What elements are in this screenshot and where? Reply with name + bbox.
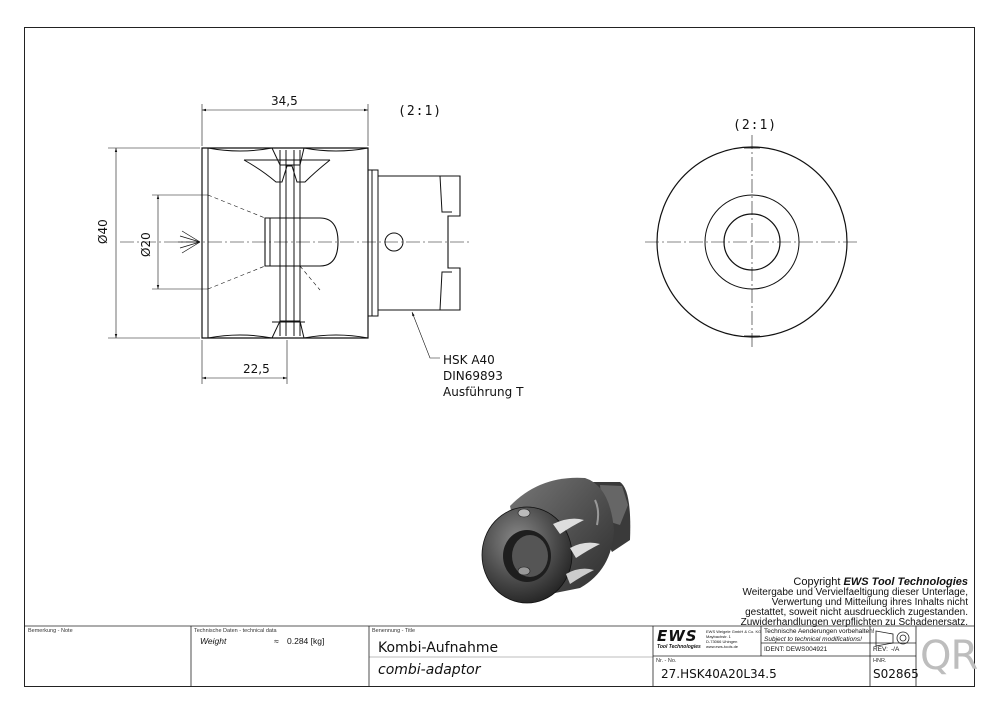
logo-subtitle: Tool Technologies [657,644,701,650]
end-view-scale: (2:1) [733,118,778,133]
weight-value: 0.284 [kg] [287,636,325,646]
copyright-line-4: Zuwiderhandlungen verpflichten zu Schade… [740,617,968,628]
qr-placeholder: QR [920,633,978,679]
drawing-number: S02865 [873,667,919,681]
copyright-line-3: gestattet, soweit nicht ausdruecklich zu… [745,607,968,618]
company-line-3: D-73066 Uhingen [706,639,738,644]
callout-line-2: DIN69893 [443,369,503,383]
callout-line-1: HSK A40 [443,353,495,367]
weight-approx-symbol: ≈ [274,636,279,646]
hsk-callout: HSK A40 DIN69893 Ausführung T [443,352,523,400]
copyright-line-1: Weitergabe und Vervielfaeltigung dieser … [742,587,968,598]
company-line-2: Maybachstr. 1 [706,634,731,639]
title-block-lines [24,625,975,687]
dim-outer-diameter: Ø40 [96,219,110,244]
modification-note-en: Subject to technical modifications! [764,636,862,643]
title-english: combi-adaptor [378,662,481,678]
number-label: Nr. - No. [656,658,677,664]
callout-line-3: Ausführung T [443,385,524,399]
end-view [645,135,860,350]
isometric-render [481,477,631,604]
company-line-4: www.ews-tools.de [706,644,739,649]
copyright-prefix: Copyright [793,576,844,588]
copyright-block: Copyright EWS Tool Technologies Weiterga… [741,576,968,628]
dim-length-34-5: 34,5 [271,94,298,108]
side-view [108,104,470,384]
company-line-1: EWS Weigele GmbH & Co. KG [706,629,762,634]
tech-data-label: Technische Daten - technical data [194,628,277,634]
drawing-frame [24,27,975,687]
rev-value: -/A [891,646,900,653]
weight-label: Weight [200,636,227,646]
part-number: 27.HSK40A20L34.5 [661,667,777,681]
copyright-line-2: Verwertung und Mitteilung ihres Inhalts … [771,597,968,608]
rev-label: REV: [873,646,888,653]
title-label: Benennung - Title [372,628,416,634]
title-german: Kombi-Aufnahme [378,640,499,656]
dim-length-22-5: 22,5 [243,362,270,376]
ident-value: DEWS004921 [786,646,828,653]
side-view-scale: (2:1) [398,104,443,119]
modification-note-de: Technische Aenderungen vorbehalten! [764,628,875,635]
copyright-brand: EWS Tool Technologies [843,576,968,588]
logo-text: EWS [657,627,698,645]
dim-inner-diameter: Ø20 [139,232,153,257]
ews-logo: EWS Tool Technologies [657,629,703,653]
note-label: Bemerkung - Note [28,628,73,634]
ident-label: IDENT: [764,646,785,653]
company-address: EWS Weigele GmbH & Co. KG Maybachstr. 1 … [706,629,761,649]
drawing-number-label: HNR. [873,658,887,664]
copyright-heading: Copyright EWS Tool Technologies [741,576,968,588]
